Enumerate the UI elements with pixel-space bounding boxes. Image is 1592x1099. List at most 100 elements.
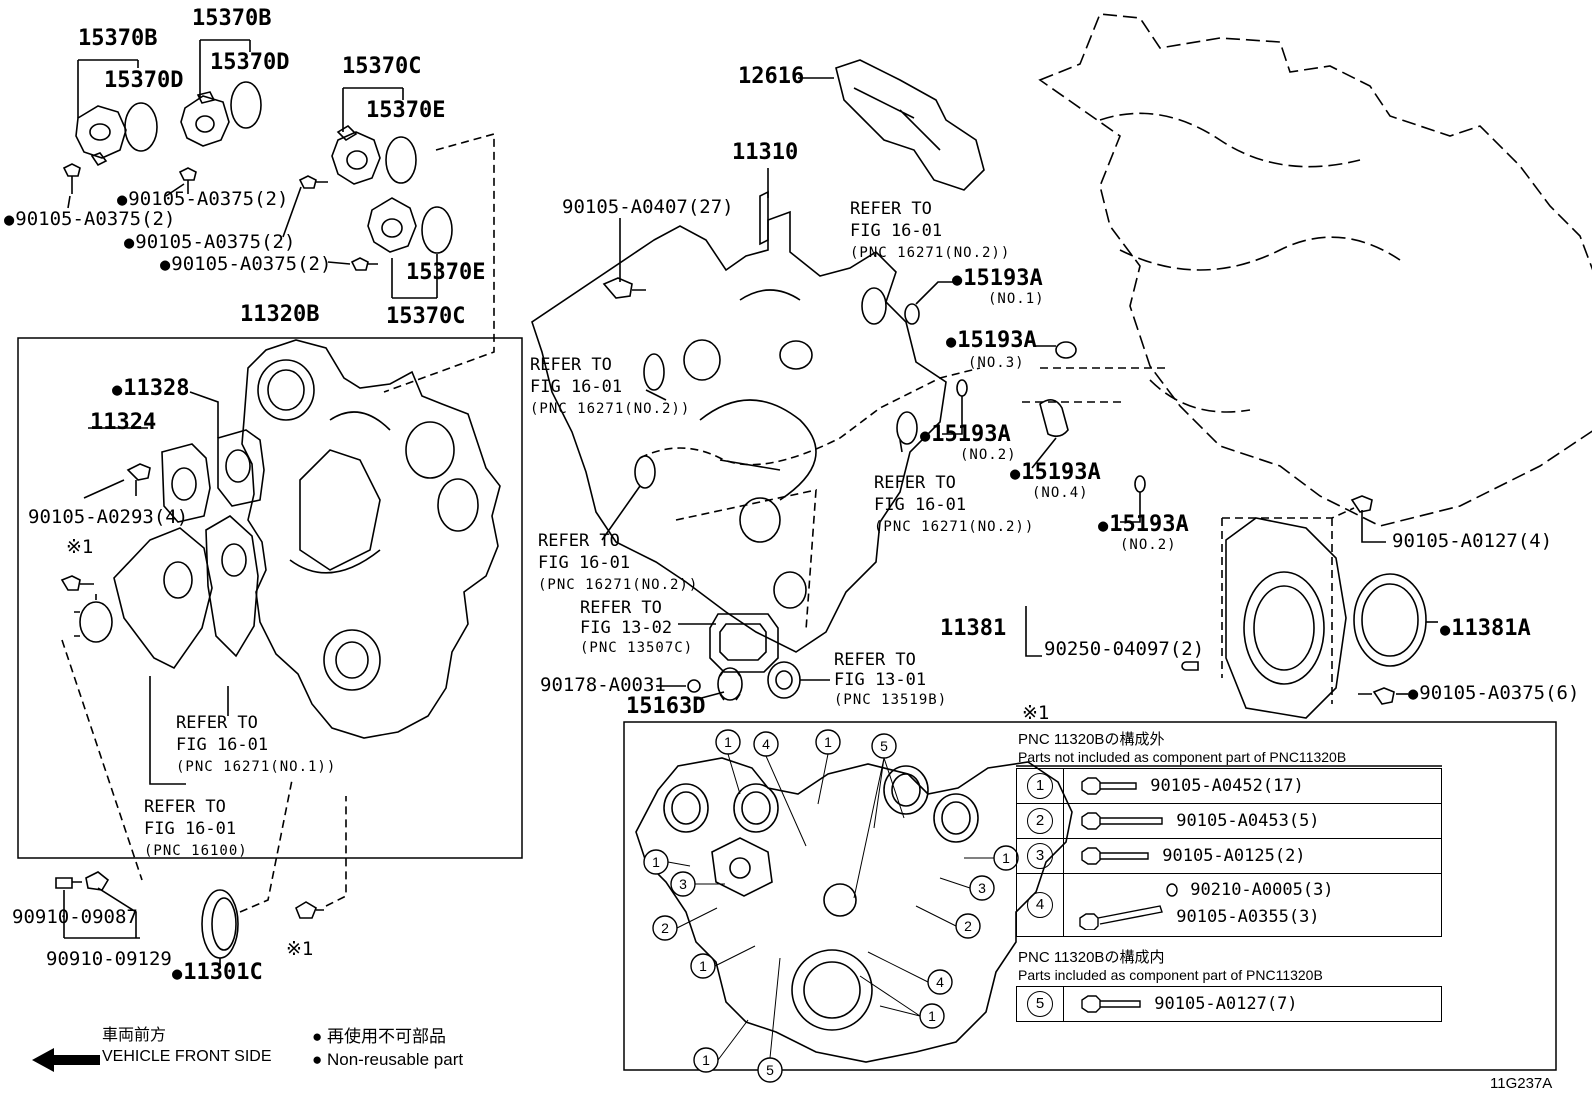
legend-num-cell: 3 [1016,838,1064,874]
label-no1: (NO.1) [988,291,1045,307]
label-90105-A0375-4: 90105-A0375(2) [160,255,331,274]
label-11301C: 11301C [172,962,262,984]
label-11381A: 11381A [1440,618,1530,640]
label-no2b: (NO.2) [1120,537,1177,553]
label-90105-A0407: 90105-A0407(27) [562,196,734,218]
label-no2a: (NO.2) [960,447,1017,463]
engine-block-details [1099,112,1401,413]
label-15370C-a: 15370C [342,54,422,79]
label-15193A-no3: 15193A [946,330,1036,352]
ref-block-1: REFER TO FIG 16-01 (PNC 16271(NO.2)) [850,198,1010,264]
leader-ref-b [645,389,667,401]
washer-90178-A0031 [687,679,701,693]
ref-line: FIG 16-01 [850,221,943,241]
label-star1-c: ※1 [1022,702,1050,724]
o-ring-15370E-a [385,136,417,184]
ref-line: FIG 13-02 [580,618,673,638]
bolt-star1-b [295,901,324,919]
legend-bolt-line: 90105-A0355(3) [1078,904,1320,931]
label-11328: 11328 [112,378,189,400]
ref-line: FIG 16-01 [176,735,269,755]
ref-line: FIG 16-01 [530,377,623,397]
arrow-left-icon [32,1048,100,1072]
legend-part-label: 90105-A0127(7) [1154,994,1298,1014]
legend-part-cell: 90105-A0125(2) [1063,838,1442,874]
ref-line: (PNC 13519B) [834,692,948,708]
label-15193A-no1: 15193A [952,268,1042,290]
legend-table-included: 5 90105-A0127(7) [1016,986,1442,1022]
ref-block-4: REFER TO FIG 16-01 (PNC 16271(NO.2)) [538,530,698,596]
o-ring-15193A-no1 [904,303,920,325]
leaders-11324 [83,427,148,499]
bolt-90105-A0375-6 [1358,687,1395,705]
o-ring-15370E-b [421,206,453,254]
callout-text: 3 [978,880,986,896]
ref-line: REFER TO [850,199,932,219]
legend-num-cell: 4 [1016,873,1064,937]
dashed-guide-block [1022,367,1170,403]
callout-text: 1 [652,854,660,870]
legend-row: 5 90105-A0127(7) [1016,986,1442,1022]
callout-4-icon: 4 [1027,892,1053,918]
callout-text: 3 [679,876,687,892]
label-15370C-b: 15370C [386,304,466,329]
bolt-icon [1079,905,1163,931]
callout-text: 1 [928,1008,936,1024]
ref-line: FIG 16-01 [538,553,631,573]
vvt-cover-2 [180,91,230,147]
ref-line: (PNC 16271(NO.2)) [530,401,691,417]
label-90105-A0293: 90105-A0293(4) [28,506,189,528]
o-ring-15370D-a [124,102,158,152]
leader-15193A-no1 [915,281,954,305]
label-15370B-b: 15370B [192,6,272,31]
bullet-icon: ● [312,1027,327,1046]
ref-block-7: REFER TO FIG 16-01 (PNC 16271(NO.1)) [176,712,336,778]
pump-gasket [205,515,259,658]
ref-line: REFER TO [538,531,620,551]
dashed-guide-seal [239,779,293,913]
callout-5-icon: 5 [1027,991,1053,1017]
label-90178-A0031: 90178-A0031 [540,674,666,696]
callout-text: 1 [1002,850,1010,866]
legend-part-label: 90105-A0355(3) [1176,907,1320,927]
legend-table-excluded: 1 90105-A0452(17) 2 90105-A0453(5) 3 901… [1016,768,1442,937]
ref-line: FIG 13-01 [834,670,927,690]
legend-part-cell: 90105-A0452(17) [1063,768,1442,804]
leader-ref-d [601,485,641,541]
legend-row: 3 90105-A0125(2) [1016,838,1442,874]
label-90105-A0375-3: 90105-A0375(2) [124,233,295,252]
bolt-90910-09129 [85,871,110,891]
ref-line: REFER TO [834,650,916,670]
dashed-guide-center [639,367,981,466]
callout-text: 2 [964,918,972,934]
gasket-15193A-no4 [1039,399,1069,438]
nonreuse-jp-text: 再使用不可部品 [327,1027,446,1046]
label-15370E-b: 15370E [406,260,486,285]
vvt-cover-4 [367,197,417,253]
oil-strainer-gasket [709,613,779,673]
leader-ref-pump [149,676,186,785]
dashed-guide-pump [61,639,143,881]
o-ring-ref-b [643,353,665,391]
front-side-en: VEHICLE FRONT SIDE [102,1048,272,1065]
label-90250-04097: 90250-04097(2) [1044,638,1205,660]
engine-block-outline [1038,13,1592,527]
figure-code: 11G237A [1490,1075,1553,1092]
detail-frame [623,721,1557,1071]
sprocket-15163D [717,667,743,701]
label-90105-A0127-4: 90105-A0127(4) [1392,530,1553,552]
ref-line: (PNC 16100) [144,843,248,859]
bolt-icon [1081,777,1137,795]
legend-num-cell: 2 [1016,803,1064,839]
callout-text: 1 [824,734,832,750]
label-90105-A0375-1: 90105-A0375(2) [117,190,288,209]
callout-text: 5 [880,738,888,754]
ref-line: (PNC 13507C) [580,640,694,656]
bolt-90105-A0127-4 [1350,495,1373,530]
callout-1-icon: 1 [1027,773,1053,799]
ref-block-5: REFER TO FIG 13-02 (PNC 13507C) [580,598,693,658]
gasket-11324 [161,443,211,523]
nonreuse-en-text: Non-reusable part [327,1050,464,1069]
bolt-90105-A0293 [126,463,151,496]
